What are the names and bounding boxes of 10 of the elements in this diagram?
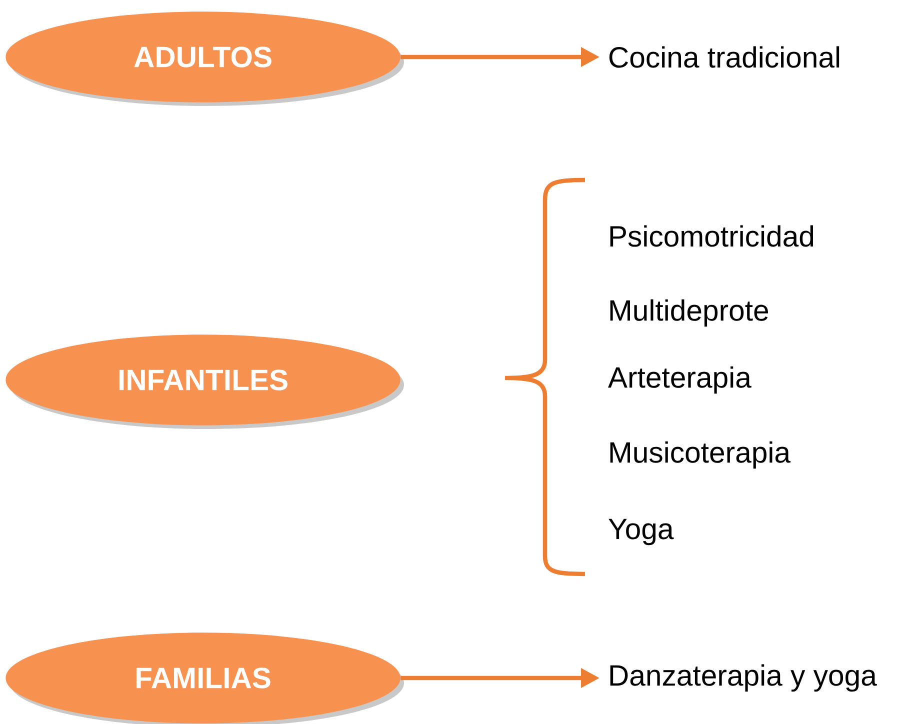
list-item: Yoga — [608, 518, 674, 546]
ellipse-node: INFANTILES — [6, 334, 400, 426]
ellipse-node: FAMILIAS — [6, 632, 400, 724]
ellipse-node: ADULTOS — [6, 12, 400, 102]
list-item: Multideprote — [610, 299, 768, 327]
item-text: Danzaterapia y yoga — [610, 664, 877, 692]
list-item: Psicomotricidad — [610, 225, 814, 247]
list-item: Musicoterapia — [610, 441, 790, 469]
item-text: Cocina tradicional — [609, 46, 840, 68]
list-item: Arteterapia — [608, 366, 752, 394]
